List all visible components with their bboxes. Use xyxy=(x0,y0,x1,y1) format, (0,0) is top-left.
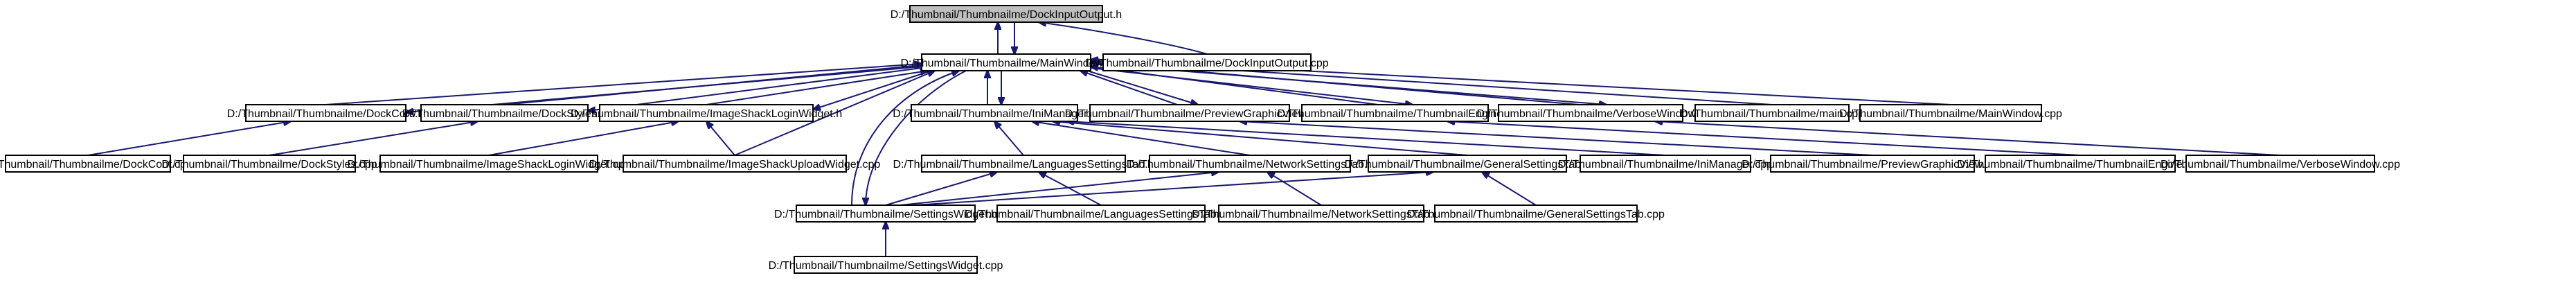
edge-mainwindow-h-to-thumbnailengine-h xyxy=(1090,67,1413,105)
svg-text:D:/Thumbnail/Thumbnailme/DockS: D:/Thumbnail/Thumbnailme/DockStyles.cpp xyxy=(161,159,377,171)
edge-settingswidget-h-to-languagessettingstab-h xyxy=(885,172,997,206)
edge-mainwindow-h-to-dockstyles-h xyxy=(588,67,922,111)
svg-text:D:/Thumbnail/Thumbnailme/Netwo: D:/Thumbnail/Thumbnailme/NetworkSettings… xyxy=(1192,209,1451,220)
svg-text:D:/Thumbnail/Thumbnailme/DockC: D:/Thumbnail/Thumbnailme/DockConf.h xyxy=(227,108,424,120)
edge-dockstyles-h-to-mainwindow-h xyxy=(503,65,922,105)
svg-text:D:/Thumbnail/Thumbnailme/Langu: D:/Thumbnail/Thumbnailme/LanguagesSettin… xyxy=(893,159,1154,171)
node-dockconf-h[interactable]: D:/Thumbnail/Thumbnailme/DockConf.h xyxy=(227,104,424,122)
svg-text:D:/Thumbnail/Thumbnailme/IniMa: D:/Thumbnail/Thumbnailme/IniManager.cpp xyxy=(1558,159,1773,171)
edge-imageshackuploadwidget-cpp-to-imageshackloginwidget-h xyxy=(706,121,735,156)
node-verbosewindow-cpp[interactable]: D:/Thumbnail/Thumbnailme/VerboseWindow.c… xyxy=(2161,155,2400,173)
edge-dockinputoutput-cpp-to-dockinputoutput-h xyxy=(1039,22,1208,55)
edges-layer xyxy=(87,22,2281,256)
edge-settingswidget-h-to-mainwindow-h xyxy=(851,71,959,206)
edge-imageshackloginwidget-h-to-mainwindow-h xyxy=(706,71,928,105)
node-verbosewindow-h[interactable]: D:/Thumbnail/Thumbnailme/VerboseWindow.h xyxy=(1476,104,1705,122)
edge-networksettingstab-h-to-inimanager-h xyxy=(1032,121,1251,156)
svg-text:D:/Thumbnail/Thumbnailme/main.: D:/Thumbnail/Thumbnailme/main.cpp xyxy=(1680,108,1864,120)
svg-text:D:/Thumbnail/Thumbnailme/Image: D:/Thumbnail/Thumbnailme/ImageShackLogin… xyxy=(347,159,630,171)
node-languagessettingstab-cpp[interactable]: D:/Thumbnail/Thumbnailme/LanguagesSettin… xyxy=(965,204,1237,223)
svg-text:D:/Thumbnail/Thumbnailme/Setti: D:/Thumbnail/Thumbnailme/SettingsWidget.… xyxy=(769,260,1003,272)
node-dockinputoutput-h[interactable]: D:/Thumbnail/Thumbnailme/DockInputOutput… xyxy=(891,5,1122,23)
node-mainwindow-cpp[interactable]: D:/Thumbnail/Thumbnailme/MainWindow.cpp xyxy=(1839,104,2062,122)
svg-text:D:/Thumbnail/Thumbnailme/DockI: D:/Thumbnail/Thumbnailme/DockInputOutput… xyxy=(891,9,1122,21)
edge-imageshackloginwidget-cpp-to-imageshackloginwidget-h xyxy=(488,121,679,156)
svg-text:D:/Thumbnail/Thumbnailme/DockC: D:/Thumbnail/Thumbnailme/DockConf.cpp xyxy=(0,159,193,171)
node-languagessettingstab-h[interactable]: D:/Thumbnail/Thumbnailme/LanguagesSettin… xyxy=(893,155,1154,173)
svg-text:D:/Thumbnail/Thumbnailme/Gener: D:/Thumbnail/Thumbnailme/GeneralSettings… xyxy=(1407,209,1665,220)
edge-mainwindow-h-to-previewgraphicview-h xyxy=(1086,70,1198,105)
nodes-layer: D:/Thumbnail/Thumbnailme/DockInputOutput… xyxy=(0,5,2400,274)
edge-verbosewindow-cpp-to-verbosewindow-h xyxy=(1655,121,2281,156)
edge-settingswidget-h-to-generalsettingstab-h xyxy=(913,172,1433,206)
node-main-cpp[interactable]: D:/Thumbnail/Thumbnailme/main.cpp xyxy=(1680,104,1864,122)
node-generalsettingstab-cpp[interactable]: D:/Thumbnail/Thumbnailme/GeneralSettings… xyxy=(1407,204,1665,223)
edge-languagessettingstab-h-to-inimanager-h xyxy=(994,121,1024,156)
edge-mainwindow-h-to-settingswidget-h xyxy=(866,70,967,205)
edge-dockconf-cpp-to-dockconf-h xyxy=(87,121,291,156)
edge-previewgraphicview-cpp-to-previewgraphicview-h xyxy=(1240,121,1873,156)
node-settingswidget-cpp[interactable]: D:/Thumbnail/Thumbnailme/SettingsWidget.… xyxy=(769,256,1003,274)
svg-text:D:/Thumbnail/Thumbnailme/Netwo: D:/Thumbnail/Thumbnailme/NetworkSettings… xyxy=(1127,159,1374,171)
edge-settingswidget-h-to-networksettingstab-h xyxy=(900,172,1219,206)
node-previewgraphicview-cpp[interactable]: D:/Thumbnail/Thumbnailme/PreviewGraphicV… xyxy=(1742,155,2003,173)
node-imageshackloginwidget-h[interactable]: D:/Thumbnail/Thumbnailme/ImageShackLogin… xyxy=(571,104,842,122)
node-networksettingstab-h[interactable]: D:/Thumbnail/Thumbnailme/NetworkSettings… xyxy=(1127,155,1374,173)
edge-dockstyles-cpp-to-dockstyles-h xyxy=(269,121,478,156)
node-generalsettingstab-h[interactable]: D:/Thumbnail/Thumbnailme/GeneralSettings… xyxy=(1345,155,1591,173)
node-dockstyles-h[interactable]: D:/Thumbnail/Thumbnailme/DockStyles.h xyxy=(402,104,606,122)
node-dockconf-cpp[interactable]: D:/Thumbnail/Thumbnailme/DockConf.cpp xyxy=(0,155,193,173)
node-previewgraphicview-h[interactable]: D:/Thumbnail/Thumbnailme/PreviewGraphicV… xyxy=(1065,104,1315,122)
node-dockinputoutput-cpp[interactable]: D:/Thumbnail/Thumbnailme/DockInputOutput… xyxy=(1085,53,1329,71)
node-inimanager-cpp[interactable]: D:/Thumbnail/Thumbnailme/IniManager.cpp xyxy=(1558,155,1773,173)
node-inimanager-h[interactable]: D:/Thumbnail/Thumbnailme/IniManager.h xyxy=(893,104,1096,122)
edge-inimanager-cpp-to-inimanager-h xyxy=(1066,121,1666,156)
edge-imageshackuploadwidget-cpp-to-mainwindow-h xyxy=(734,71,935,156)
svg-text:D:/Thumbnail/Thumbnailme/MainW: D:/Thumbnail/Thumbnailme/MainWindow.cpp xyxy=(1839,108,2062,120)
edge-thumbnailengine-cpp-to-thumbnailengine-h xyxy=(1447,121,2081,156)
svg-text:D:/Thumbnail/Thumbnailme/Thumb: D:/Thumbnail/Thumbnailme/ThumbnailEngine… xyxy=(1957,159,2203,171)
edge-languagessettingstab-cpp-to-languagessettingstab-h xyxy=(1039,172,1102,206)
svg-text:D:/Thumbnail/Thumbnailme/MainW: D:/Thumbnail/Thumbnailme/MainWindow.h xyxy=(900,58,1111,69)
node-mainwindow-h[interactable]: D:/Thumbnail/Thumbnailme/MainWindow.h xyxy=(900,53,1112,71)
svg-text:D:/Thumbnail/Thumbnailme/Verbo: D:/Thumbnail/Thumbnailme/VerboseWindow.h xyxy=(1476,108,1704,120)
svg-text:D:/Thumbnail/Thumbnailme/Verbo: D:/Thumbnail/Thumbnailme/VerboseWindow.c… xyxy=(2161,159,2400,171)
node-thumbnailengine-cpp[interactable]: D:/Thumbnail/Thumbnailme/ThumbnailEngine… xyxy=(1957,155,2203,173)
svg-text:D:/Thumbnail/Thumbnailme/Gener: D:/Thumbnail/Thumbnailme/GeneralSettings… xyxy=(1345,159,1591,171)
edge-dockconf-h-to-mainwindow-h xyxy=(325,64,922,105)
edge-previewgraphicview-h-to-mainwindow-h xyxy=(1080,71,1178,105)
edge-generalsettingstab-cpp-to-generalsettingstab-h xyxy=(1482,172,1537,206)
svg-text:D:/Thumbnail/Thumbnailme/Image: D:/Thumbnail/Thumbnailme/ImageShackUploa… xyxy=(589,159,881,171)
node-thumbnailengine-h[interactable]: D:/Thumbnail/Thumbnailme/ThumbnailEngine… xyxy=(1278,104,1512,122)
svg-text:D:/Thumbnail/Thumbnailme/DockI: D:/Thumbnail/Thumbnailme/DockInputOutput… xyxy=(1085,58,1328,69)
svg-text:D:/Thumbnail/Thumbnailme/DockS: D:/Thumbnail/Thumbnailme/DockStyles.h xyxy=(402,108,606,120)
node-imageshackloginwidget-cpp[interactable]: D:/Thumbnail/Thumbnailme/ImageShackLogin… xyxy=(347,155,631,173)
node-imageshackuploadwidget-cpp[interactable]: D:/Thumbnail/Thumbnailme/ImageShackUploa… xyxy=(589,155,881,173)
edge-generalsettingstab-h-to-inimanager-h xyxy=(1053,121,1468,156)
svg-text:D:/Thumbnail/Thumbnailme/Thumb: D:/Thumbnail/Thumbnailme/ThumbnailEngine… xyxy=(1278,108,1512,120)
svg-text:D:/Thumbnail/Thumbnailme/Image: D:/Thumbnail/Thumbnailme/ImageShackLogin… xyxy=(571,108,842,120)
node-dockstyles-cpp[interactable]: D:/Thumbnail/Thumbnailme/DockStyles.cpp xyxy=(161,155,377,173)
edge-networksettingstab-cpp-to-networksettingstab-h xyxy=(1267,172,1322,206)
svg-text:D:/Thumbnail/Thumbnailme/Setti: D:/Thumbnail/Thumbnailme/SettingsWidget.… xyxy=(774,209,997,220)
node-networksettingstab-cpp[interactable]: D:/Thumbnail/Thumbnailme/NetworkSettings… xyxy=(1192,204,1451,223)
edge-mainwindow-h-to-imageshackloginwidget-h xyxy=(813,70,932,110)
svg-text:D:/Thumbnail/Thumbnailme/IniMa: D:/Thumbnail/Thumbnailme/IniManager.h xyxy=(893,108,1095,120)
svg-text:D:/Thumbnail/Thumbnailme/Langu: D:/Thumbnail/Thumbnailme/LanguagesSettin… xyxy=(965,209,1237,220)
svg-text:D:/Thumbnail/Thumbnailme/Previ: D:/Thumbnail/Thumbnailme/PreviewGraphicV… xyxy=(1742,159,2003,171)
svg-text:D:/Thumbnail/Thumbnailme/Previ: D:/Thumbnail/Thumbnailme/PreviewGraphicV… xyxy=(1065,108,1315,120)
node-settingswidget-h[interactable]: D:/Thumbnail/Thumbnailme/SettingsWidget.… xyxy=(774,204,997,223)
